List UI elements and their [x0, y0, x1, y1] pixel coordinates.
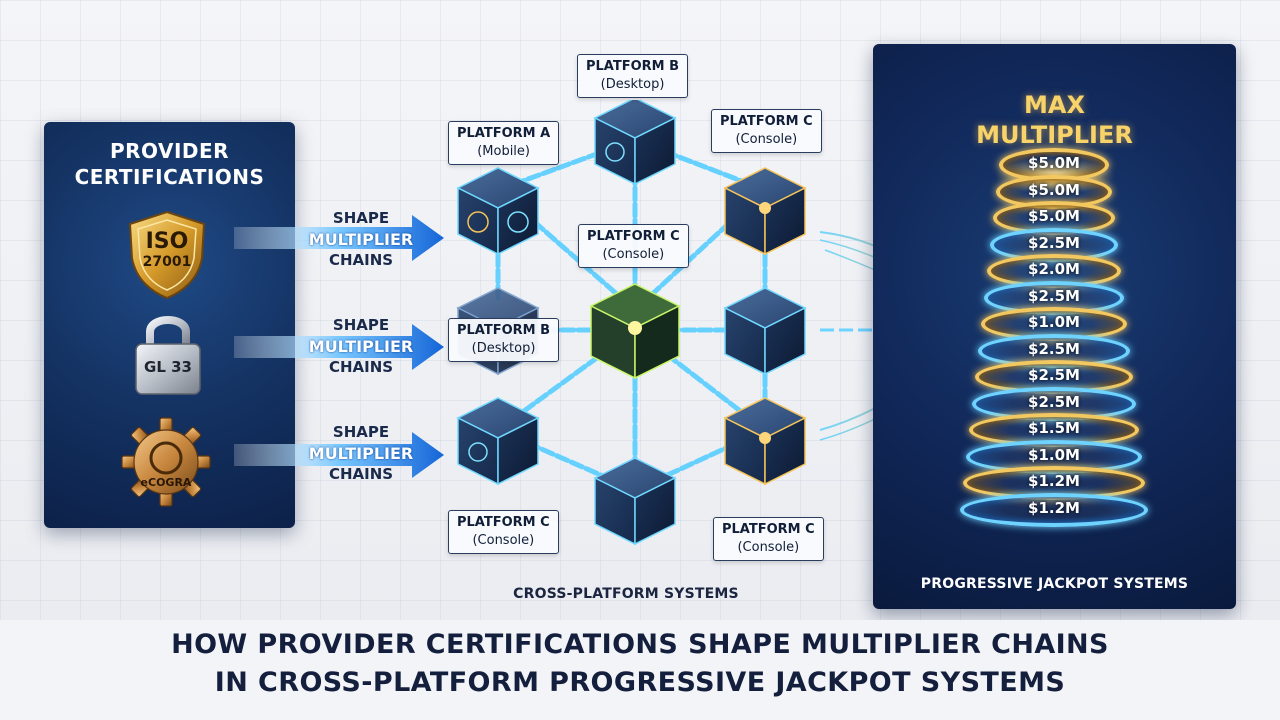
platform-label: PLATFORM C (Console) [448, 510, 559, 554]
arrow-label-line: SHAPE [332, 316, 390, 334]
arrow-label-line: MULTIPLIER [308, 444, 414, 463]
title-line: CERTIFICATIONS [74, 165, 265, 189]
platform-type: (Console) [602, 247, 665, 262]
platform-label: PLATFORM C (Console) [578, 224, 689, 268]
platform-type: (Console) [472, 533, 535, 548]
ring-value: $5.0M [1028, 180, 1080, 199]
platform-type: (Console) [735, 132, 798, 147]
cube-platform-c-top-right [723, 167, 807, 256]
gear-icon [121, 417, 211, 507]
progressive-jackpot-caption: PROGRESSIVE JACKPOT SYSTEMS [920, 576, 1189, 592]
platform-type: (Mobile) [477, 144, 530, 159]
panel-title: MULTIPLIER [976, 121, 1133, 149]
arrow-label-1: SHAPE MULTIPLIER CHAINS [306, 208, 416, 271]
shield-icon [128, 210, 206, 300]
platform-name: PLATFORM C [722, 522, 815, 537]
cross-platform-caption: CROSS-PLATFORM SYSTEMS [513, 586, 739, 602]
badge-text: ISO [145, 229, 189, 254]
ring-value: $1.2M [1028, 472, 1080, 490]
iso-shield-badge: ISO 27001 [124, 208, 210, 304]
panel-title: PROVIDER CERTIFICATIONS [44, 138, 295, 190]
platform-type: (Desktop) [471, 341, 536, 356]
platform-type: (Console) [737, 540, 800, 555]
ring-value: $2.5M [1028, 366, 1080, 384]
cube-center-core [589, 283, 681, 380]
main-title-line1: HOW PROVIDER CERTIFICATIONS SHAPE MULTIP… [171, 629, 1109, 660]
platform-name: PLATFORM C [457, 515, 550, 530]
cube-network [456, 100, 807, 546]
platform-label: PLATFORM B (Desktop) [448, 318, 560, 362]
platform-label: PLATFORM C (Console) [713, 517, 824, 561]
arrow-shape-1 [234, 215, 444, 261]
platform-name: PLATFORM C [720, 114, 813, 129]
ring-value: $1.2M [1028, 498, 1080, 517]
cube-platform-b-top [593, 100, 677, 186]
arrow-label-3: SHAPE MULTIPLIER CHAINS [306, 422, 416, 485]
badge-text: 27001 [142, 254, 192, 270]
ring-value: $2.0M [1028, 260, 1080, 278]
platform-name: PLATFORM B [586, 59, 680, 74]
cube-platform-c-bottom-left [456, 397, 540, 486]
platform-name: PLATFORM B [457, 323, 551, 338]
cube-platform-c-bottom-right [723, 397, 807, 486]
main-title-line2: IN CROSS-PLATFORM PROGRESSIVE JACKPOT SY… [214, 667, 1066, 698]
ring-value: $1.0M [1028, 313, 1080, 331]
ring-value: $1.5M [1028, 419, 1080, 437]
ring-value: $1.0M [1028, 445, 1080, 464]
platform-type: (Desktop) [600, 77, 665, 92]
arrow-label-line: SHAPE [332, 209, 390, 227]
arrow-label-2: SHAPE MULTIPLIER CHAINS [306, 315, 416, 378]
ring-value: $2.5M [1028, 286, 1080, 305]
ring-value: $5.0M [1028, 207, 1080, 225]
jackpot-ring [960, 492, 1148, 527]
title-line: PROVIDER [109, 139, 230, 163]
ring-value: $5.0M [1028, 154, 1080, 172]
title-band: HOW PROVIDER CERTIFICATIONS SHAPE MULTIP… [0, 620, 1280, 720]
arrow-shape-3 [234, 432, 444, 478]
max-multiplier-panel: MAX MULTIPLIER $5.0M $5.0M $5.0M $2.5M $2.0M… [873, 44, 1236, 609]
infographic-stage: PROVIDER CERTIFICATIONS ISO 27001 [0, 0, 1280, 620]
arrow-label-line: MULTIPLIER [308, 337, 414, 356]
ring-value: $2.5M [1028, 392, 1080, 411]
gl-padlock-badge: GL 33 [130, 306, 206, 402]
platform-label: PLATFORM A (Mobile) [448, 121, 560, 165]
ring-value: $2.5M [1028, 339, 1080, 358]
ring-value: $2.5M [1028, 233, 1080, 252]
arrow-label-line: SHAPE [332, 423, 390, 441]
arrow-label-line: CHAINS [328, 358, 394, 376]
badge-text: GL 33 [144, 358, 192, 376]
cube-platform-right-mid [723, 287, 807, 376]
platform-label: PLATFORM C (Console) [711, 109, 822, 153]
padlock-icon [135, 316, 201, 395]
arrow-label-line: CHAINS [328, 465, 394, 483]
panel-title: MAX [1024, 91, 1085, 119]
platform-name: PLATFORM C [587, 229, 680, 244]
cube-platform-a [456, 167, 540, 256]
cube-platform-bottom [593, 457, 677, 546]
platform-label: PLATFORM B (Desktop) [577, 54, 689, 98]
arrow-shape-2 [234, 324, 444, 370]
arrow-label-line: CHAINS [328, 251, 394, 269]
ecogra-gear-badge: eCOGRA [118, 414, 214, 514]
platform-name: PLATFORM A [457, 126, 551, 141]
badge-text: eCOGRA [140, 476, 192, 489]
arrow-label-line: MULTIPLIER [308, 230, 414, 249]
